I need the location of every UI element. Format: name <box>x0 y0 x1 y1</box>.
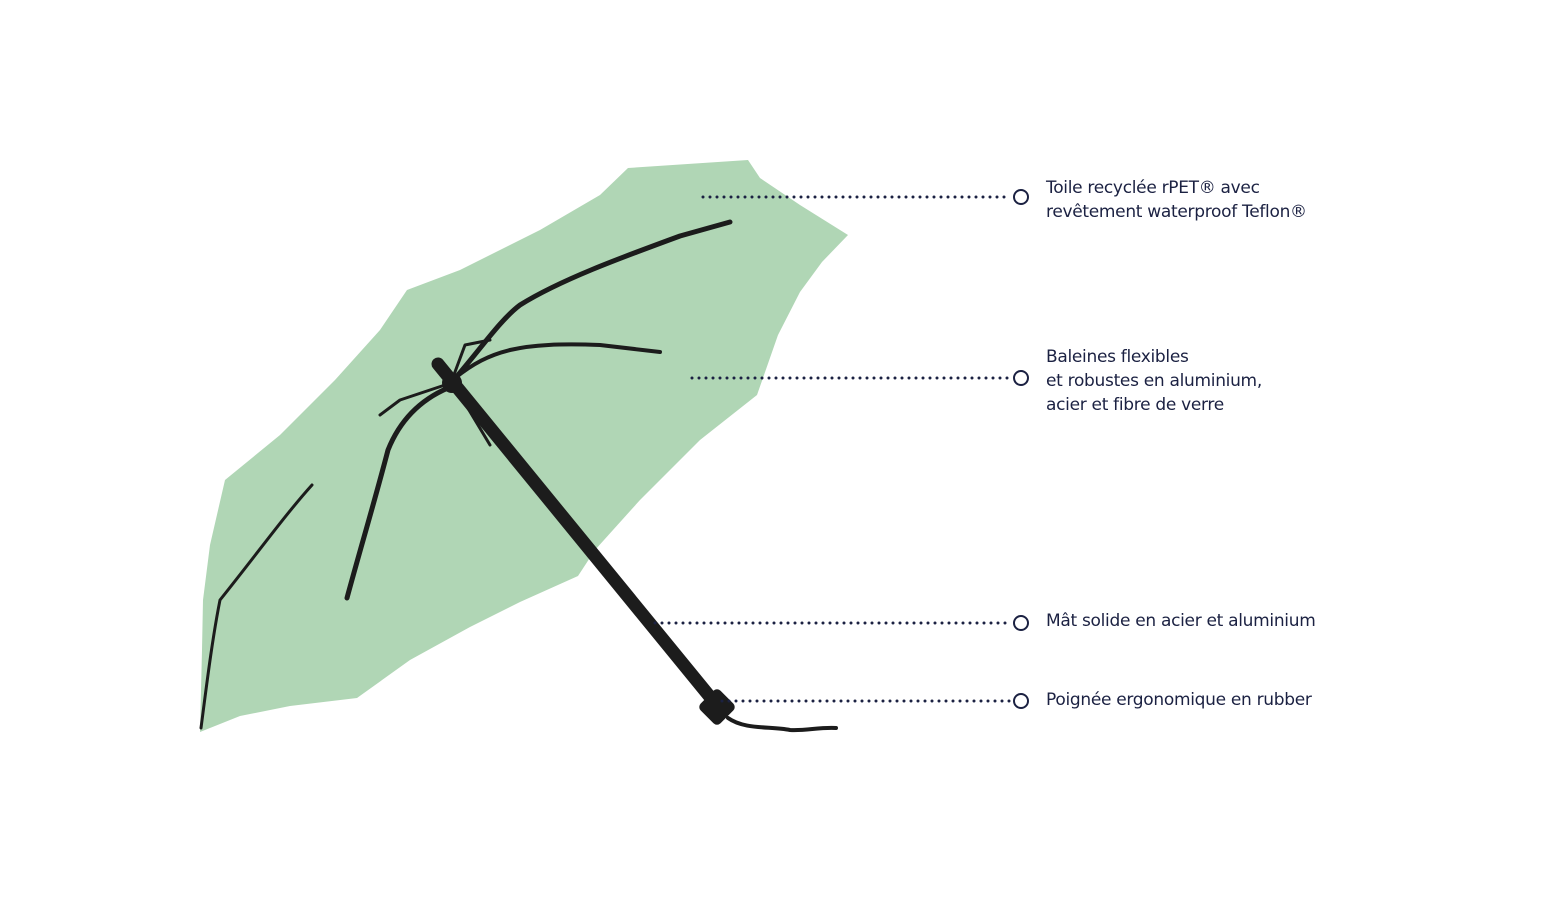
callout-handle: Poignée ergonomique en rubber <box>1046 688 1312 712</box>
leader-lines <box>653 195 1012 703</box>
callout-line: acier et fibre de verre <box>1046 395 1224 415</box>
umbrella-strap <box>726 716 838 733</box>
callout-line: Poignée ergonomique en rubber <box>1046 690 1312 710</box>
umbrella-handle <box>699 689 735 725</box>
umbrella-shaft <box>431 357 722 710</box>
umbrella-ribs <box>199 219 733 730</box>
leader-endpoint-circles <box>1013 189 1029 709</box>
callout-line: Toile recyclée rPET® avec <box>1046 178 1260 198</box>
callout-line: et robustes en aluminium, <box>1046 371 1262 391</box>
callout-line: Mât solide en acier et aluminium <box>1046 611 1316 631</box>
umbrella-runner <box>442 373 462 393</box>
callout-ribs: Baleines flexibles et robustes en alumin… <box>1046 345 1262 417</box>
callout-shaft: Mât solide en acier et aluminium <box>1046 609 1316 633</box>
callout-line: revêtement waterproof Teflon® <box>1046 202 1307 222</box>
callout-line: Baleines flexibles <box>1046 347 1189 367</box>
umbrella-canopy <box>200 160 848 732</box>
callout-canopy: Toile recyclée rPET® avec revêtement wat… <box>1046 176 1307 224</box>
